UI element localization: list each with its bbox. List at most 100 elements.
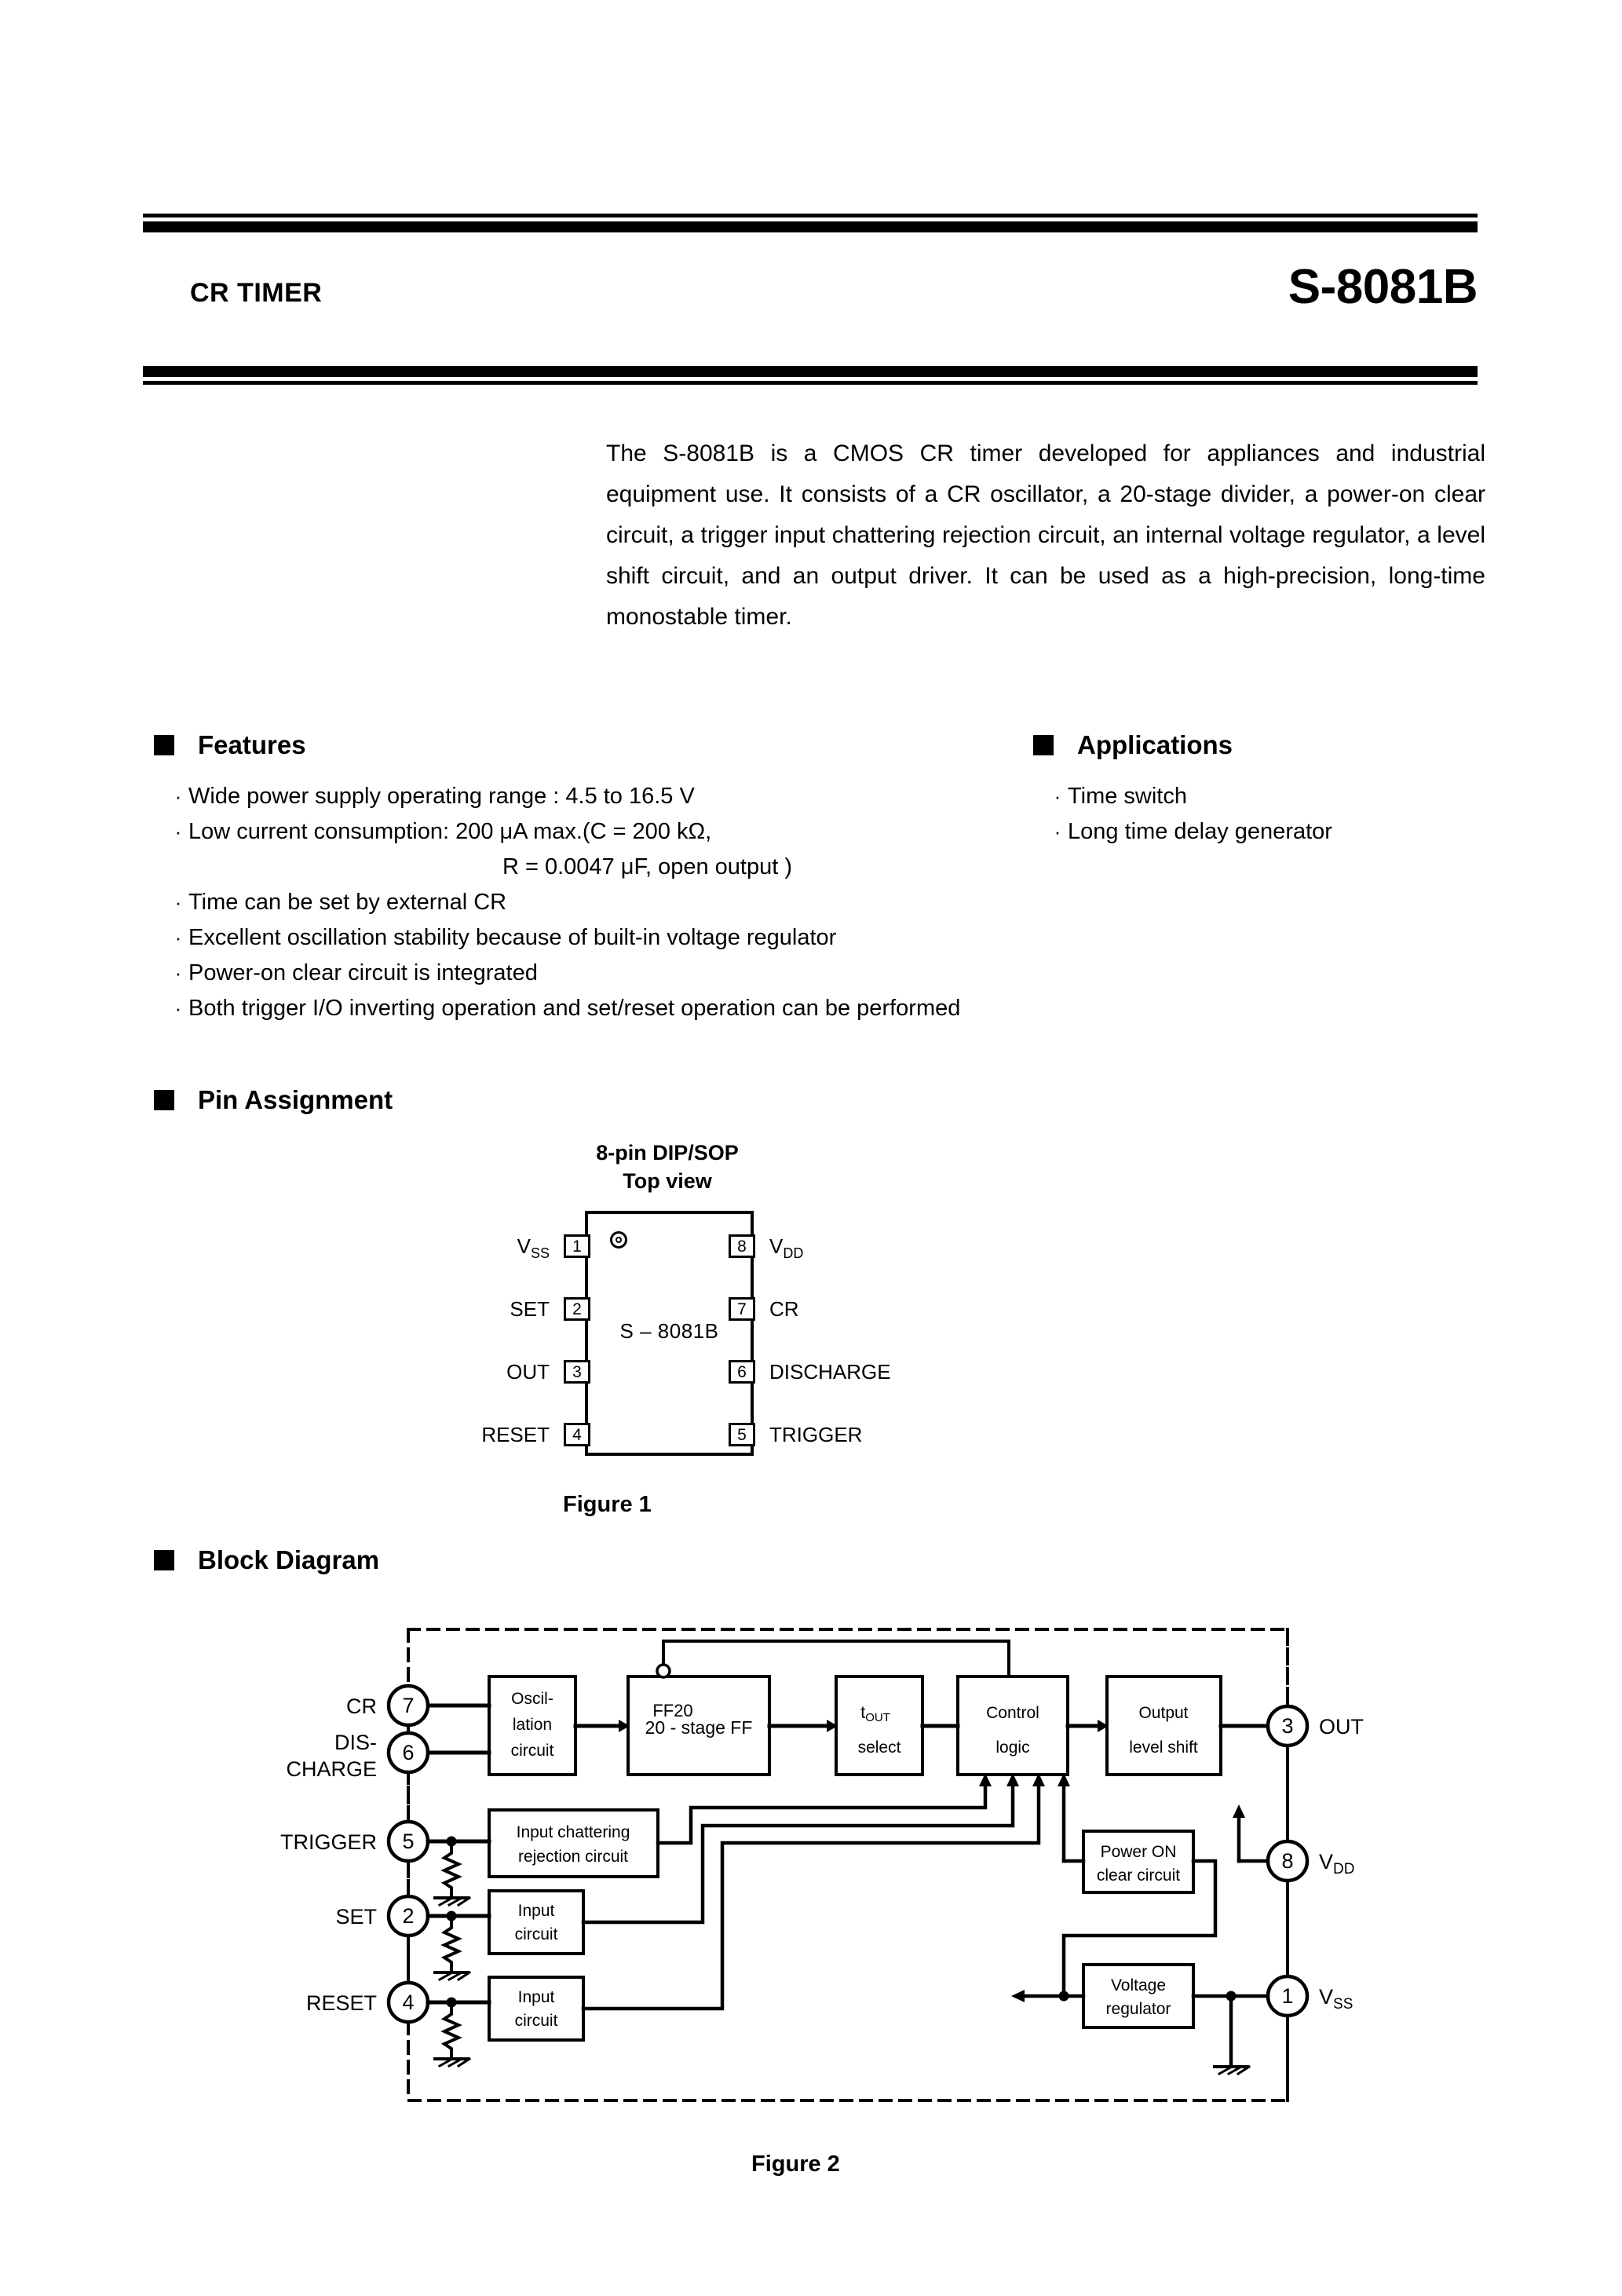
section-label: Block Diagram xyxy=(198,1545,380,1574)
bullet-square-icon xyxy=(154,735,174,755)
part-number: S-8081B xyxy=(1288,260,1478,314)
bullet-dot-icon: · xyxy=(174,961,182,985)
page-title: CR TIMER xyxy=(190,278,323,308)
block-label-poc-1: Power ON xyxy=(1101,1843,1177,1861)
pin-number-5: 5 xyxy=(402,1830,414,1853)
block-voltage-regulator xyxy=(1082,1963,1195,2029)
block-input-chattering xyxy=(488,1808,659,1878)
pin-label-trigger: TRIGGER xyxy=(769,1423,863,1446)
block-label-input-set-1: Input xyxy=(518,1902,555,1920)
block-label-output-1: Output xyxy=(1138,1704,1188,1722)
list-item: · Power-on clear circuit is integrated xyxy=(168,956,1016,991)
wire-chatter-to-control xyxy=(656,1784,988,1845)
list-item: · Time can be set by external CR xyxy=(168,885,1016,920)
wire-reset-to-control xyxy=(581,1784,1041,2011)
block-oscillation xyxy=(488,1675,577,1776)
package-type: 8-pin DIP/SOP xyxy=(596,1141,739,1164)
block-label-poc-2: clear circuit xyxy=(1097,1866,1180,1885)
list-item: · Low current consumption: 200 μA max.(C… xyxy=(168,814,1016,850)
pin-name-trigger: TRIGGER xyxy=(280,1830,377,1854)
rule-thick-bottom xyxy=(143,366,1478,377)
block-label-input-set-2: circuit xyxy=(515,1925,558,1943)
pin-box-3: 3 xyxy=(564,1360,590,1384)
package-title: 8-pin DIP/SOP Top view xyxy=(534,1139,801,1195)
pin-number-4: 4 xyxy=(402,1991,414,2014)
feature-text: Power-on clear circuit is integrated xyxy=(188,960,538,985)
feature-text: Time can be set by external CR xyxy=(188,890,507,915)
block-label-tout-select: select xyxy=(858,1738,901,1757)
resistor-reset xyxy=(440,2001,462,2059)
block-label-oscillation-2: lation xyxy=(513,1716,552,1734)
block-diagram-svg: Oscil- lation circuit 20 - stage FF FF20… xyxy=(280,1628,1364,2102)
rule-thin-top xyxy=(143,214,1478,218)
bullet-dot-icon: · xyxy=(1054,784,1061,808)
rule-thick-top xyxy=(143,221,1478,232)
pin-number-6: 6 xyxy=(402,1741,414,1764)
list-item: · Long time delay generator xyxy=(1047,814,1487,850)
block-control-logic xyxy=(956,1675,1069,1776)
section-heading-features: Features xyxy=(154,730,306,760)
section-label: Pin Assignment xyxy=(198,1085,393,1114)
block-label-vreg-1: Voltage xyxy=(1111,1976,1166,1994)
resistor-set xyxy=(440,1914,462,1972)
list-item: · Wide power supply operating range : 4.… xyxy=(168,779,1016,814)
block-label-divider: 20 - stage FF xyxy=(645,1717,753,1738)
pin-number-3: 3 xyxy=(1281,1714,1293,1738)
figure-2-block-diagram: Oscil- lation circuit 20 - stage FF FF20… xyxy=(251,1602,1366,2144)
block-label-chatter-2: rejection circuit xyxy=(518,1848,628,1866)
pin-name-vdd: VDD xyxy=(1319,1850,1354,1877)
block-input-circuit-set xyxy=(488,1889,585,1955)
application-text: Time switch xyxy=(1068,784,1187,809)
wire-label-ff20: FF20 xyxy=(652,1701,692,1720)
figure-1-caption: Figure 1 xyxy=(563,1492,652,1517)
pin-box-6: 6 xyxy=(729,1360,755,1384)
package-view: Top view xyxy=(623,1169,712,1193)
block-divider xyxy=(627,1675,771,1776)
pin1-marker-icon xyxy=(610,1231,627,1249)
pin-number-7: 7 xyxy=(402,1694,414,1717)
header: CR TIMER S-8081B xyxy=(143,259,1478,345)
feature-text: Low current consumption: 200 μA max.(C =… xyxy=(188,819,712,844)
list-item-continuation: R = 0.0047 μF, open output ) xyxy=(168,850,1016,885)
pin-box-5: 5 xyxy=(729,1423,755,1446)
rule-thin-bottom xyxy=(143,381,1478,385)
block-label-input-reset-1: Input xyxy=(518,1988,555,2006)
block-tout-select xyxy=(835,1675,924,1776)
list-item: · Time switch xyxy=(1047,779,1487,814)
header-rule-bottom xyxy=(143,366,1478,385)
bullet-dot-icon: · xyxy=(174,996,182,1020)
features-list: · Wide power supply operating range : 4.… xyxy=(168,779,1016,1026)
block-label-oscillation-3: circuit xyxy=(511,1742,554,1760)
pin-box-1: 1 xyxy=(564,1234,590,1258)
pin-number-8: 8 xyxy=(1281,1849,1293,1873)
pin-box-8: 8 xyxy=(729,1234,755,1258)
pin-label-out: OUT xyxy=(506,1360,550,1384)
bullet-dot-icon: · xyxy=(174,926,182,949)
block-label-vreg-2: regulator xyxy=(1106,2000,1171,2018)
wire-poc-out xyxy=(1061,1859,1218,1998)
pin-name-out: OUT xyxy=(1319,1715,1364,1738)
header-rule-top xyxy=(143,214,1478,232)
pin-name-discharge-2: CHARGE xyxy=(286,1757,377,1781)
block-input-circuit-reset xyxy=(488,1976,585,2042)
pin-label-set: SET xyxy=(510,1297,550,1321)
block-label-oscillation-1: Oscil- xyxy=(511,1690,553,1708)
pin-box-2: 2 xyxy=(564,1297,590,1321)
block-label-output-2: level shift xyxy=(1129,1738,1198,1757)
block-power-on-clear xyxy=(1082,1830,1195,1894)
bullet-spacer xyxy=(168,850,188,885)
bullet-square-icon xyxy=(154,1090,174,1110)
pin-name-vss: VSS xyxy=(1319,1985,1353,2013)
application-text: Long time delay generator xyxy=(1068,819,1332,844)
bullet-dot-icon: · xyxy=(174,784,182,808)
feature-text: Both trigger I/O inverting operation and… xyxy=(188,996,961,1021)
block-output-level-shift xyxy=(1105,1675,1222,1776)
section-heading-pin-assignment: Pin Assignment xyxy=(154,1085,393,1115)
pin-number-2: 2 xyxy=(402,1904,414,1928)
block-label-tout: tOUT xyxy=(860,1702,890,1724)
pin-label-discharge: DISCHARGE xyxy=(769,1360,891,1384)
bullet-square-icon xyxy=(154,1550,174,1570)
block-label-control-1: Control xyxy=(986,1704,1039,1722)
feature-text: Wide power supply operating range : 4.5 … xyxy=(188,784,695,809)
